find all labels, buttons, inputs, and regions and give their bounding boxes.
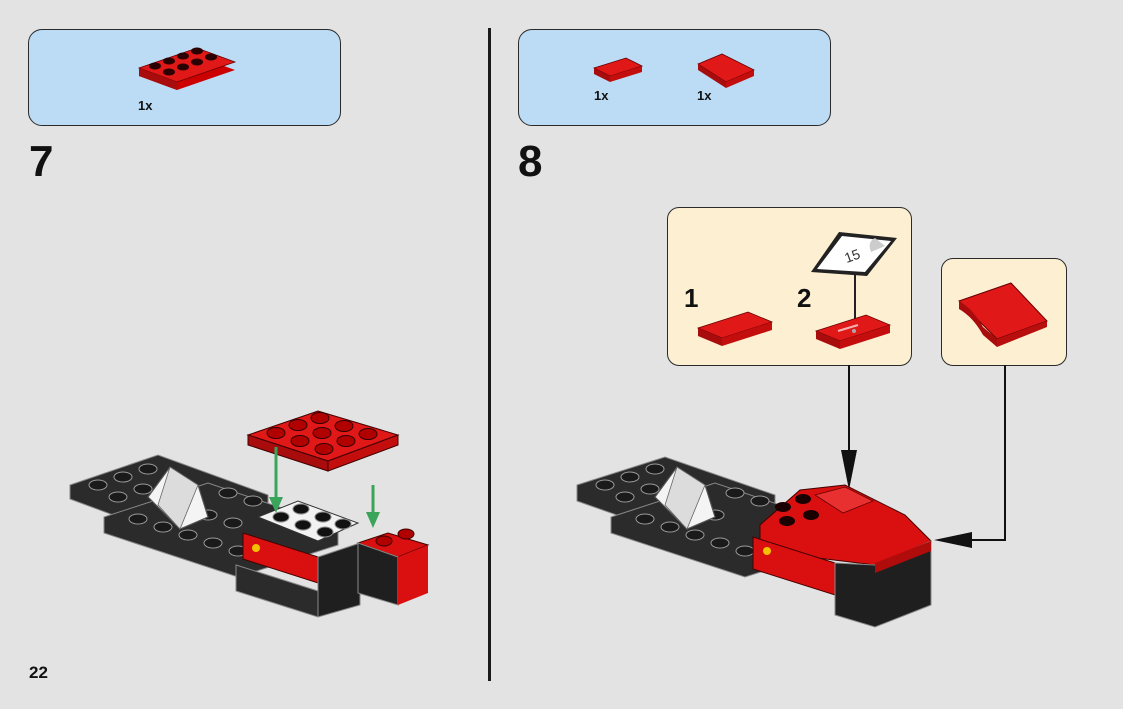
red-1x2-tile-icon — [696, 311, 774, 346]
sticker-leader-line — [854, 275, 856, 327]
part-quantity: 1x — [594, 88, 609, 103]
step-7-assembly-illustration — [69, 410, 430, 618]
step-number: 8 — [518, 137, 543, 186]
sticker-number: 15 — [842, 246, 862, 266]
red-2x4-plate-icon — [137, 47, 237, 90]
arrow-down-icon — [841, 450, 857, 490]
sub-assembly-callout: 1 2 15 — [667, 207, 912, 366]
page-divider — [488, 28, 491, 681]
sub-assembly-callout — [941, 258, 1067, 366]
step-number: 7 — [29, 137, 54, 186]
red-curved-slope-icon — [697, 53, 755, 88]
red-curved-slope-icon — [958, 282, 1048, 347]
step-7-parts-box: 1x — [28, 29, 341, 126]
step-8-parts-box: 1x 1x — [518, 29, 831, 126]
part-quantity: 1x — [697, 88, 712, 103]
arrow-left-icon — [934, 532, 972, 548]
stickered-tile-icon — [814, 314, 892, 349]
step-8-assembly-illustration — [576, 456, 932, 628]
sub-step-number: 1 — [684, 283, 699, 313]
sticker-icon: 15 — [811, 232, 897, 276]
page-number: 22 — [29, 663, 48, 682]
red-1x2-tile-icon — [592, 57, 644, 82]
part-quantity: 1x — [138, 98, 153, 113]
sub-step-number: 2 — [797, 283, 812, 313]
